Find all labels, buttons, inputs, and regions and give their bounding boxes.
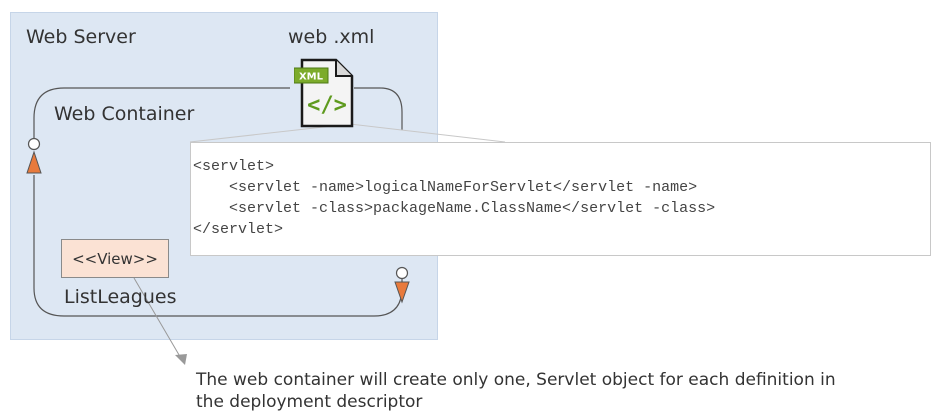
web-xml-label: web .xml bbox=[288, 26, 375, 48]
view-stereotype-label: <<View>> bbox=[72, 249, 158, 268]
code-line: </servlet> bbox=[193, 221, 284, 238]
caption-pointer-line bbox=[133, 277, 183, 361]
web-server-label: Web Server bbox=[26, 26, 136, 48]
right-lollipop-circle bbox=[395, 266, 409, 280]
xml-badge-text: XML bbox=[299, 72, 324, 83]
code-line: <servlet -name>logicalNameForServlet</se… bbox=[193, 179, 698, 196]
code-line: <servlet -class>packageName.ClassName</s… bbox=[193, 200, 716, 217]
web-container-loop bbox=[33, 87, 403, 142]
caption-pointer-arrowhead bbox=[175, 354, 187, 365]
left-lollipop-circle bbox=[27, 137, 41, 151]
list-leagues-label: ListLeagues bbox=[64, 286, 177, 308]
right-orange-arrowhead bbox=[394, 281, 410, 304]
left-orange-arrowhead bbox=[26, 150, 42, 174]
code-line: <servlet> bbox=[193, 158, 275, 175]
web-container-loop-bottom bbox=[33, 175, 403, 317]
web-xml-callout bbox=[190, 142, 931, 256]
xml-file-icon: XML </> bbox=[294, 58, 354, 128]
caption-text: The web container will create only one, … bbox=[196, 370, 836, 412]
xml-code-glyph: </> bbox=[307, 93, 347, 118]
view-component-box: <<View>> bbox=[61, 239, 169, 278]
web-container-label: Web Container bbox=[54, 103, 195, 125]
servlet-code-snippet: <servlet> <servlet -name>logicalNameForS… bbox=[193, 156, 715, 240]
